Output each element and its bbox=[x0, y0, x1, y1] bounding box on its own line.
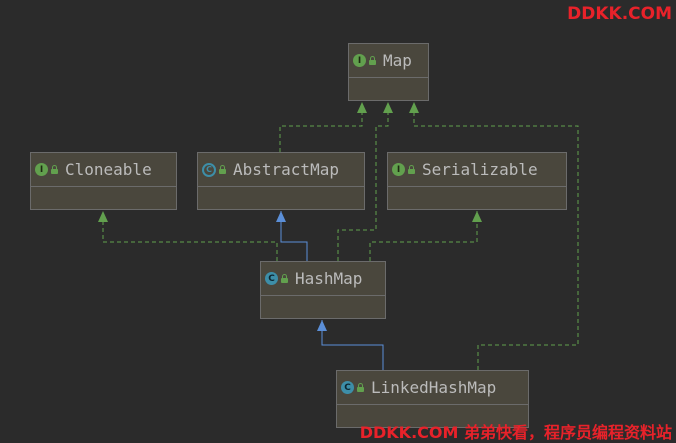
lock-icon bbox=[369, 56, 376, 65]
node-cloneable[interactable]: I Cloneable bbox=[30, 152, 177, 210]
arrowhead-hashmap-to-cloneable bbox=[98, 211, 108, 222]
node-label: Cloneable bbox=[65, 160, 152, 179]
arrowhead-hashmap-to-abstractmap bbox=[276, 211, 286, 222]
abstract-class-icon: C bbox=[202, 162, 216, 177]
arrowhead-hashmap-to-serializable bbox=[472, 211, 482, 222]
node-label: Serializable bbox=[422, 160, 538, 179]
lock-icon bbox=[408, 165, 415, 174]
node-abstractmap[interactable]: C AbstractMap bbox=[197, 152, 365, 210]
edge-linkedhashmap-to-map bbox=[413, 102, 579, 370]
arrowhead-linkedhashmap-to-hashmap bbox=[317, 320, 327, 331]
node-hashmap[interactable]: C HashMap bbox=[260, 261, 386, 319]
node-label: Map bbox=[383, 51, 412, 70]
arrowhead-hashmap-to-map bbox=[383, 102, 393, 113]
watermark-top: DDKK.COM bbox=[567, 4, 672, 24]
node-linkedhashmap[interactable]: C LinkedHashMap bbox=[336, 370, 529, 428]
node-label: LinkedHashMap bbox=[371, 378, 497, 397]
node-serializable[interactable]: I Serializable bbox=[387, 152, 567, 210]
class-icon: C bbox=[265, 272, 278, 285]
interface-icon: I bbox=[35, 163, 48, 176]
class-icon: C bbox=[341, 381, 354, 394]
edge-hashmap-to-cloneable bbox=[102, 211, 278, 261]
lock-icon bbox=[281, 274, 288, 283]
node-map[interactable]: I Map bbox=[348, 43, 429, 101]
edge-hashmap-to-abstractmap bbox=[280, 211, 308, 261]
watermark-bottom: DDKK.COM 弟弟快看，程序员编程资料站 bbox=[359, 423, 672, 442]
node-label: AbstractMap bbox=[233, 160, 339, 179]
edge-hashmap-to-map bbox=[337, 102, 389, 261]
interface-icon: I bbox=[392, 163, 405, 176]
node-label: HashMap bbox=[295, 269, 363, 288]
arrowhead-abstractmap-to-map bbox=[357, 102, 367, 113]
edge-linkedhashmap-to-hashmap bbox=[321, 320, 384, 370]
edge-abstractmap-to-map bbox=[279, 102, 363, 152]
lock-icon bbox=[357, 383, 364, 392]
edge-hashmap-to-serializable bbox=[369, 211, 478, 261]
interface-icon: I bbox=[353, 54, 366, 67]
lock-icon bbox=[51, 165, 58, 174]
arrowhead-linkedhashmap-to-map bbox=[409, 102, 419, 113]
lock-icon bbox=[219, 165, 226, 174]
